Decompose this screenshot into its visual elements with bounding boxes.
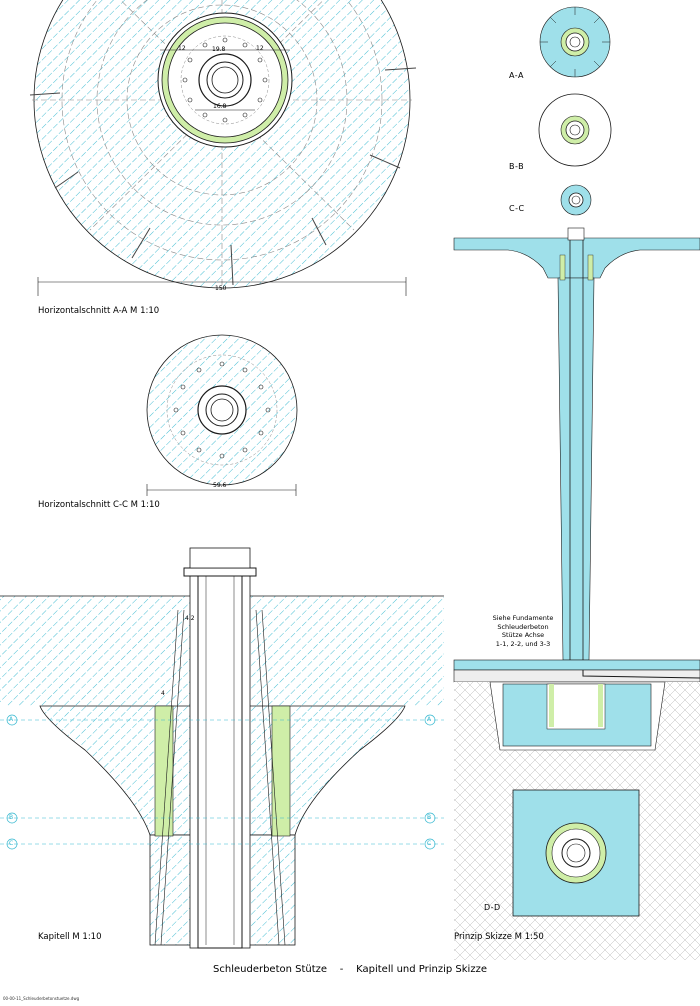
dim-kapitell-b: 4	[161, 690, 165, 697]
dim-cc-width: 59.6	[213, 482, 227, 489]
section-aa-plan	[29, 0, 417, 296]
small-section-label-aa: A-A	[509, 71, 524, 80]
small-section-bb	[538, 93, 612, 167]
marker-c-right: C	[427, 840, 432, 847]
note-line-2: Schleuderbeton	[497, 622, 549, 631]
dim-aa-b: 16.8	[213, 103, 227, 110]
foundation-note: Siehe Fundamente Schleuderbeton Stütze A…	[478, 614, 568, 648]
section-markers	[6, 714, 436, 850]
note-line-4: 1-1, 2-2, und 3-3	[495, 639, 551, 648]
sheet-title: Schleuderbeton Stütze - Kapitell und Pri…	[0, 964, 700, 975]
small-section-label-bb: B-B	[509, 162, 525, 171]
dim-aa-c: 12	[178, 45, 186, 52]
caption-kapitell: Kapitell M 1:10	[38, 932, 102, 942]
capital-elevation	[0, 547, 444, 949]
small-section-cc	[560, 184, 592, 216]
dim-aa-width: 150	[215, 285, 227, 292]
title-separator: -	[339, 964, 344, 975]
section-cc-plan	[146, 334, 298, 496]
marker-a-left: A	[9, 716, 14, 723]
marker-a-right: A	[427, 716, 432, 723]
file-footer: 00-00-11_Schleuderbetonstuetze.dwg	[3, 996, 80, 1001]
caption-section-cc: Horizontalschnitt C-C M 1:10	[38, 500, 160, 510]
principle-sketch	[453, 227, 700, 960]
caption-principle: Prinzip Skizze M 1:50	[454, 932, 544, 942]
small-section-aa	[539, 6, 611, 78]
section-label-dd: D-D	[484, 903, 501, 912]
note-line-1: Siehe Fundamente	[492, 614, 554, 622]
dim-aa-d: 12	[256, 45, 264, 52]
note-line-3: Stütze Achse	[501, 631, 545, 639]
title-left: Schleuderbeton Stütze	[213, 964, 328, 975]
small-section-label-cc: C-C	[509, 204, 525, 213]
dim-aa-a: 19.8	[212, 46, 226, 53]
marker-b-right: B	[427, 814, 432, 821]
marker-b-left: B	[9, 814, 14, 821]
caption-section-aa: Horizontalschnitt A-A M 1:10	[38, 306, 160, 316]
marker-c-left: C	[9, 840, 14, 847]
dim-kapitell-a: 4.2	[185, 615, 195, 622]
title-right: Kapitell und Prinzip Skizze	[356, 964, 487, 975]
